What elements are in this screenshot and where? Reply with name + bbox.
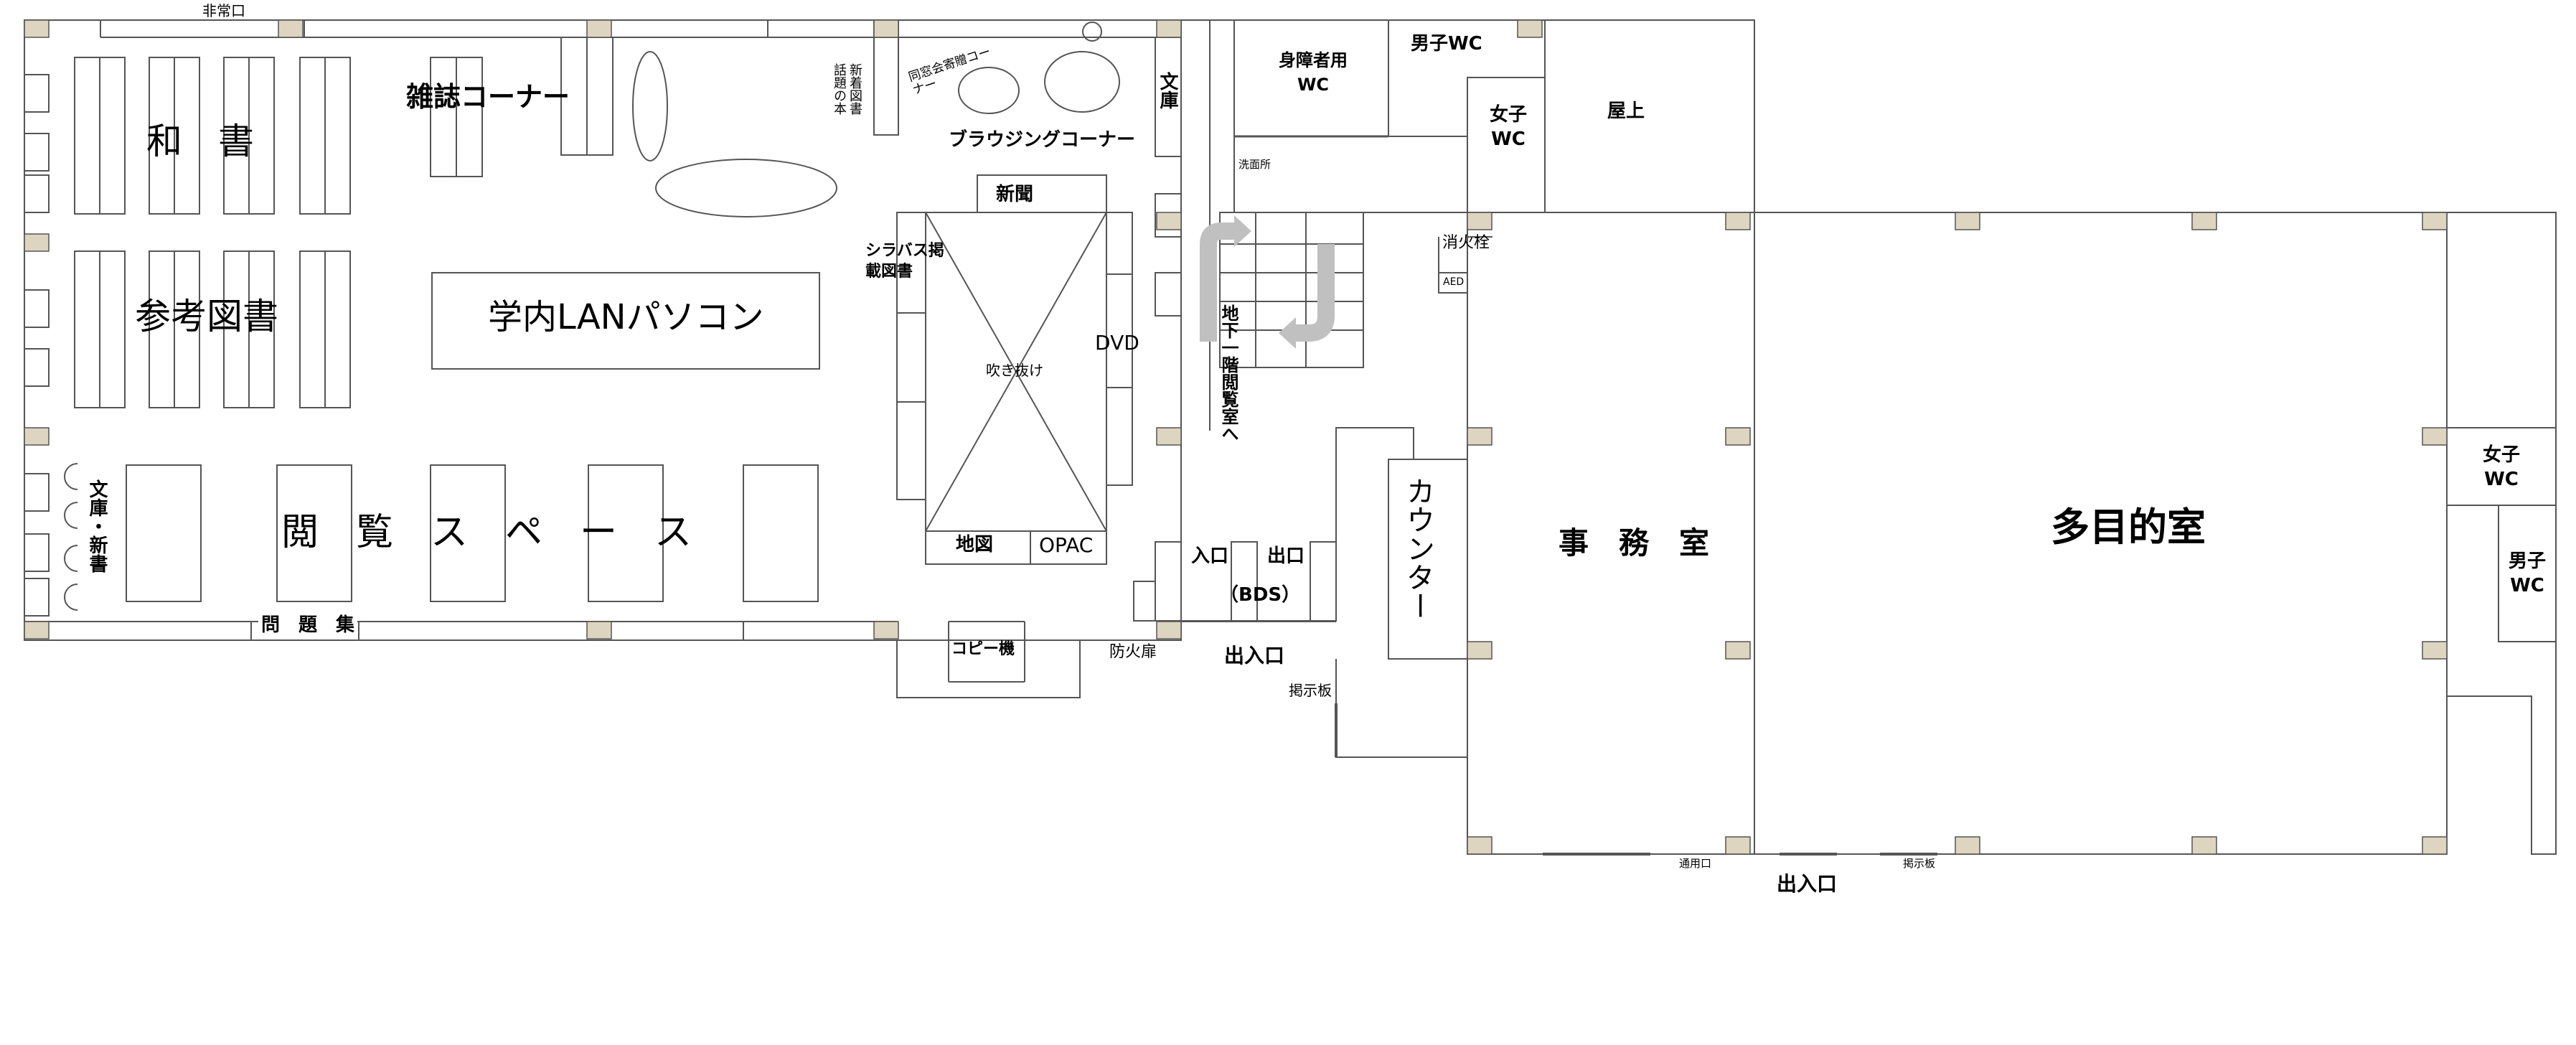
- rooftop-label: 屋上: [1607, 100, 1645, 122]
- arrow-heads: [1234, 215, 1296, 349]
- browsing-corner-label: ブラウジングコーナー: [949, 129, 1136, 151]
- bds-label: （BDS）: [1220, 584, 1301, 606]
- structural-columns: [24, 19, 2448, 855]
- office-label: 事 務 室: [1559, 525, 1710, 561]
- mens-wc-right-label: 男子WC: [2508, 550, 2546, 596]
- east-wing-wall: [2447, 212, 2557, 855]
- copier-label: コピー機: [951, 640, 1015, 658]
- reference-shelves: [74, 250, 351, 408]
- newspaper-label: 新聞: [996, 184, 1034, 205]
- bunko-label: 文庫: [1157, 72, 1178, 109]
- reference-books-label: 参考図書: [135, 296, 278, 337]
- annex-wall: [896, 640, 1081, 698]
- new-books-label: 新着図書: [847, 63, 862, 115]
- fire-hydrant-label: 消火栓: [1442, 234, 1490, 252]
- washroom-label: 洗面所: [1238, 158, 1271, 171]
- up-arrow-head: [1234, 215, 1251, 247]
- emergency-exit-label: 非常口: [202, 2, 245, 19]
- atrium-box: [925, 212, 1107, 565]
- entrance-label: 入口: [1191, 545, 1229, 567]
- opac-label: OPAC: [1039, 533, 1094, 557]
- multipurpose-room-label: 多目的室: [2051, 505, 2206, 550]
- to-basement-label: 地下一階閲覧室へ: [1218, 304, 1238, 442]
- japanese-books-shelves: [74, 57, 351, 215]
- exit-label: 出口: [1267, 545, 1305, 567]
- japanese-books-label: 和 書: [146, 121, 254, 162]
- dvd-label: DVD: [1095, 331, 1139, 355]
- mens-wc-label: 男子WC: [1411, 33, 1482, 55]
- stair-arrows: [1200, 222, 1335, 342]
- lan-pc-area: [431, 272, 820, 370]
- syllabus-books-label: シラバス掲載図書: [865, 242, 944, 281]
- down-arrow-head: [1279, 317, 1296, 349]
- womens-wc-right-label: 女子WC: [2482, 444, 2520, 490]
- magazine-corner-label: 雑誌コーナー: [406, 81, 570, 113]
- atrium-label: 吹き抜け: [986, 362, 1043, 379]
- small-bulletin-label: 掲示板: [1903, 857, 1936, 870]
- service-entrance-label: 通用口: [1679, 857, 1712, 870]
- counter-label: カウンター: [1401, 477, 1434, 620]
- topic-books-label: 話題の本: [832, 63, 847, 115]
- multipurpose-room-wall: [1754, 212, 2448, 855]
- problem-collection-label: 問 題 集: [258, 616, 358, 634]
- accessible-wc-label: 身障者用WC: [1279, 50, 1348, 95]
- staircase: [1219, 212, 1364, 368]
- reading-space-label: 閲 覧 ス ペ ー ス: [281, 511, 692, 554]
- counter-wall: [1335, 427, 1414, 617]
- bunko-shinsho-label: 文庫・新書: [86, 479, 108, 573]
- womens-wc-label: 女子WC: [1489, 104, 1527, 150]
- bulletin-board-label: 掲示板: [1289, 682, 1332, 699]
- gate-label: 出入口: [1224, 644, 1285, 667]
- fire-door-label: 防火扉: [1109, 643, 1157, 661]
- aed-label: AED: [1443, 276, 1465, 288]
- map-label: 地図: [956, 534, 994, 556]
- main-entrance-label: 出入口: [1777, 872, 1838, 896]
- campus-lan-pc-label: 学内LANパソコン: [488, 297, 764, 337]
